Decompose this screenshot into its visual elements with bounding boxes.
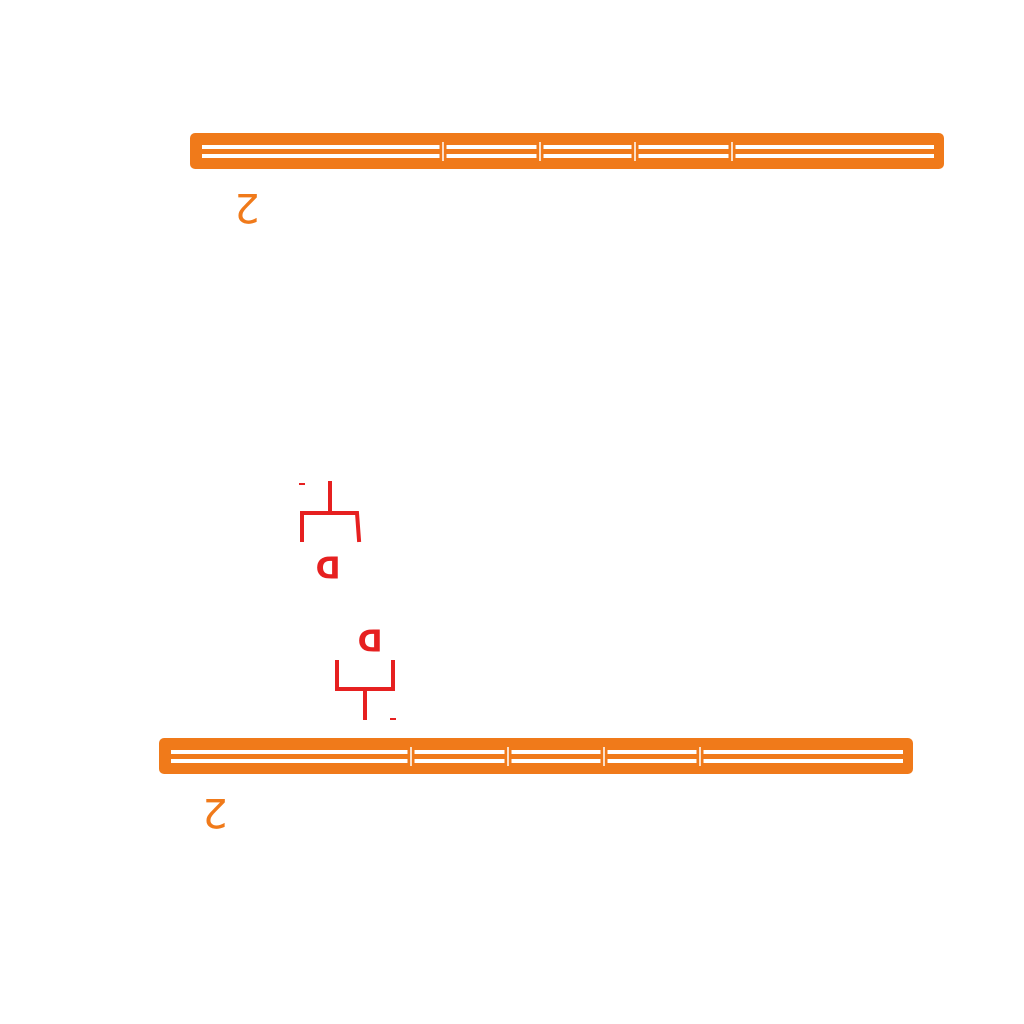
bar-bottom-body [159,738,913,774]
bar-bottom-divider-slits [410,747,701,766]
symbol-upper-bracket [300,511,362,543]
symbol-lower [335,660,396,720]
bar-bottom: 2 [159,738,913,835]
bar-top-body [190,133,944,169]
symbol-lower-bracket [335,660,395,691]
bar-bottom-label: 2 [202,789,227,835]
symbol-upper-label: D [316,549,341,584]
bar-top: 2 [190,133,944,230]
bar-top-divider-slits [442,142,733,161]
bar-top-label: 2 [234,184,259,230]
symbol-upper [299,481,362,543]
symbol-lower-label: D [358,622,383,657]
